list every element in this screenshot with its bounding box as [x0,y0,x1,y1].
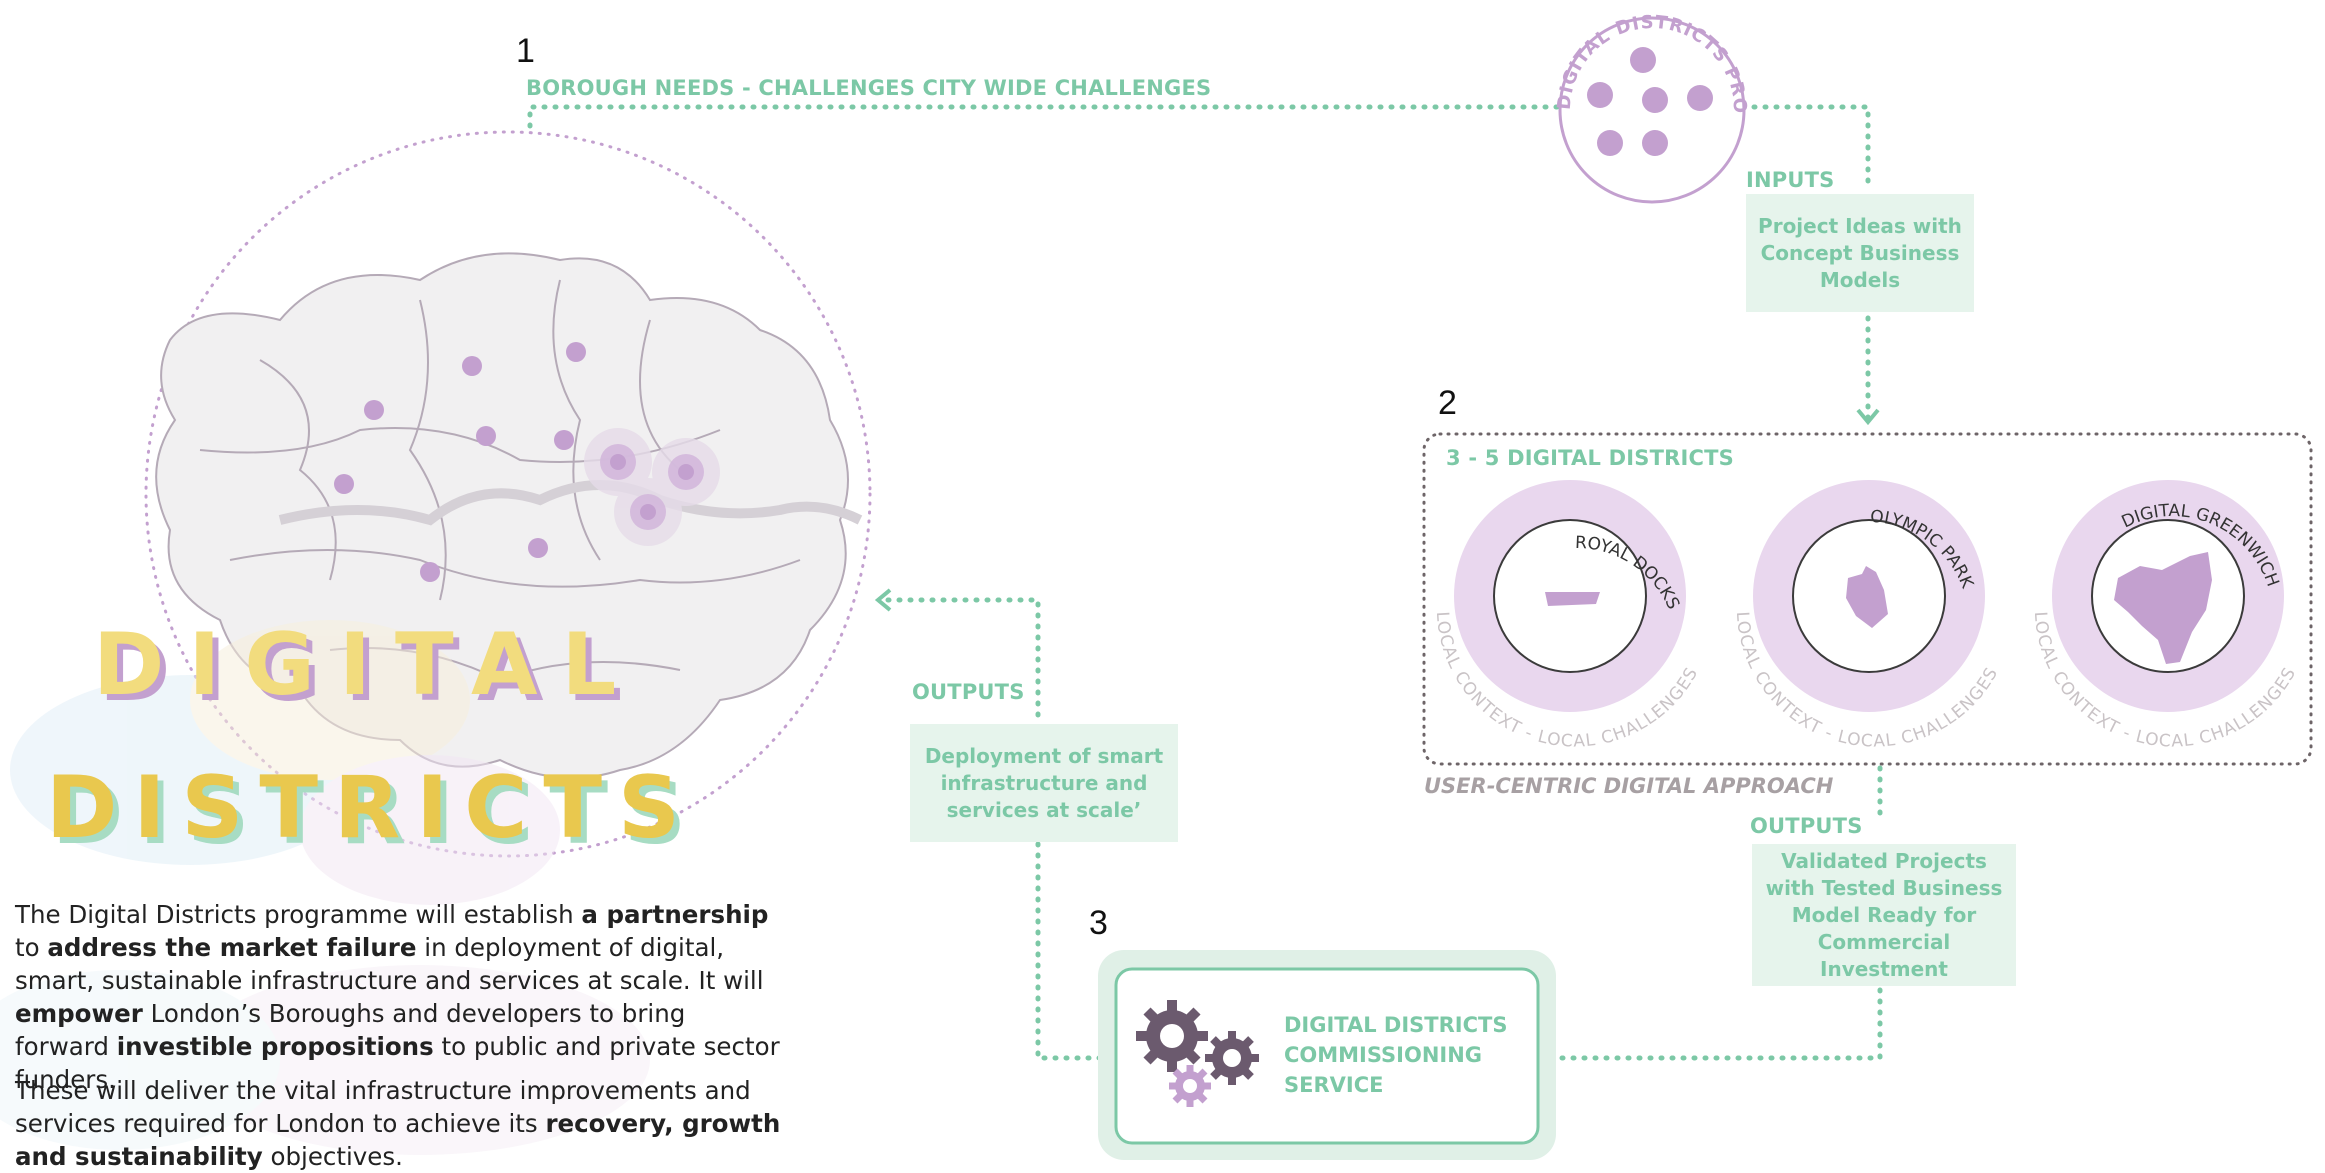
p1-bold-market-failure: address the market failure [47,933,417,962]
p1-bold-investible: investible propositions [116,1032,434,1061]
digital-districts-logo: DIGITAL DIGITAL DISTRICTS DISTRICTS [0,615,702,1155]
outcome-paragraph: These will deliver the vital infrastruct… [15,1074,795,1173]
inputs-label: INPUTS [1746,168,1835,192]
connector-team-to-inputs [1729,104,1871,191]
commissioning-line-3: SERVICE [1284,1073,1384,1097]
p1-text-g: London’s Boroughs and developers to brin… [15,999,686,1061]
logo-line1: DIGITAL [93,615,640,715]
outputs-right-label: OUTPUTS [1750,814,1863,838]
programme-team-circle: DIGITAL DISTRICTS PROGRAMME TEAM [0,0,1749,204]
connector-commissioning-to-outputs [1035,839,1103,1061]
outputs-left-label: OUTPUTS [912,680,1025,704]
user-centric-label: USER-CENTRIC DIGITAL APPROACH [1424,774,1834,798]
connector-outputs-to-commissioning [1559,987,1883,1061]
p1-bold-partnership: a partnership [581,900,769,929]
logo-line1-shadow: DIGITAL [99,621,646,721]
inputs-box: Project Ideas with Concept Business Mode… [1746,194,1974,312]
p1-text-c: to [15,933,48,962]
step-number-2: 2 [1438,384,1457,422]
commissioning-inner [1114,967,1540,1145]
p1-text-a: The Digital Districts programme will est… [15,900,582,929]
intro-paragraph: The Digital Districts programme will est… [15,898,785,1096]
arrow-left-icon [874,588,892,612]
district-olympic-park: OLYMPIC PARK LOCAL CONTEXT - LOCAL CHALL… [1732,480,2001,752]
districts-panel [1422,432,2313,766]
p2-bold-objectives: recovery, growth and sustainability [15,1109,781,1171]
borough-needs-label: BOROUGH NEEDS - CHALLENGES CITY WIDE CHA… [526,76,1212,100]
districts-heading: 3 - 5 DIGITAL DISTRICTS [1446,446,1734,470]
district-royal-docks: ROYAL DOCKS LOCAL CONTEXT - LOCAL CHALLE… [1432,480,1701,752]
connector-outputs-to-map [877,597,1041,718]
gears-icon [1136,1000,1259,1107]
logo-line2: DISTRICTS [46,758,696,858]
district-digital-greenwich: DIGITAL GREENWICH LOCAL CONTEXT - LOCAL … [2030,480,2299,752]
commissioning-title: DIGITAL DISTRICTS COMMISSIONING SERVICE [1284,1010,1507,1100]
arrow-down-icon [1856,408,1880,426]
step-number-3: 3 [1089,904,1108,942]
logo-line2-shadow: DISTRICTS [52,764,702,864]
p1-bold-empower: empower [15,999,143,1028]
p2-text-a: These will deliver the vital infrastruct… [15,1076,751,1138]
commissioning-line-2: COMMISSIONING [1284,1043,1483,1067]
p1-text-i: to public and private sector funders. [15,1032,780,1094]
p1-text-e: in deployment of digital, smart, sustain… [15,933,764,995]
step-number-1: 1 [516,32,535,70]
outputs-right-box: Validated Projects with Tested Business … [1752,844,2016,986]
commissioning-line-1: DIGITAL DISTRICTS [1284,1013,1508,1037]
p2-text-c: objectives. [262,1142,403,1171]
outputs-left-box: Deployment of smart infrastructure and s… [910,724,1178,842]
